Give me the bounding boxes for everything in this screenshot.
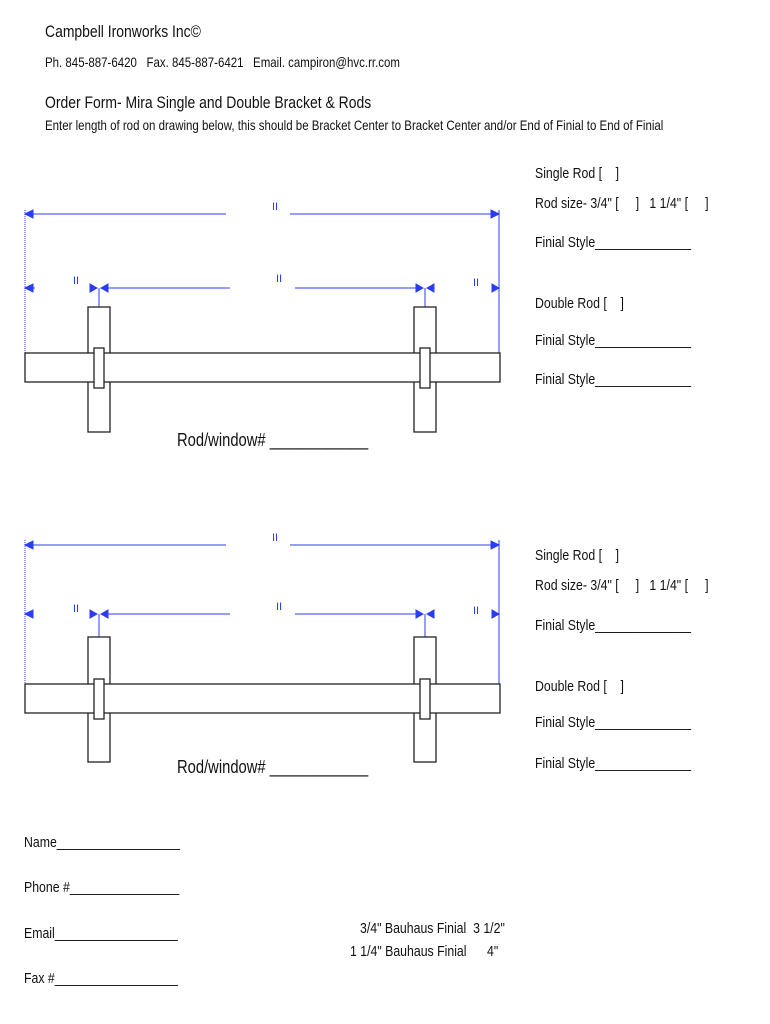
contact-info: Ph. 845-887-6420 Fax. 845-887-6421 Email… xyxy=(45,54,400,70)
rod-window-label-1[interactable]: Rod/window# ____________ xyxy=(177,430,369,450)
rod-drawing-2: II II II II xyxy=(23,532,501,763)
fax-field[interactable]: Fax #__________________ xyxy=(24,970,178,987)
instructions: Enter length of rod on drawing below, th… xyxy=(45,117,664,133)
name-field[interactable]: Name__________________ xyxy=(24,834,180,851)
dimension-mark-overall: II xyxy=(272,532,278,544)
phone-field[interactable]: Phone #________________ xyxy=(24,879,180,896)
rod-size-options-2[interactable]: Rod size- 3/4" [ ] 1 1/4" [ ] xyxy=(535,577,709,594)
finial-note-1-1-4: 1 1/4" Bauhaus Finial 4" xyxy=(350,943,499,960)
dimension-mark-left: II xyxy=(73,603,79,615)
finial-style-field[interactable]: Finial Style______________ xyxy=(535,371,691,388)
collar-right xyxy=(419,678,431,720)
finial-style-field[interactable]: Finial Style______________ xyxy=(535,332,691,349)
double-rod-checkbox-1[interactable]: Double Rod [ ] xyxy=(535,295,624,312)
dimension-mark-center: II xyxy=(276,273,282,285)
finial-style-field[interactable]: Finial Style______________ xyxy=(535,714,691,731)
finial-style-field[interactable]: Finial Style______________ xyxy=(535,234,691,251)
dimension-mark-overall: II xyxy=(272,201,278,213)
collar-left xyxy=(93,347,105,389)
finial-style-field[interactable]: Finial Style______________ xyxy=(535,755,691,772)
dimension-mark-right: II xyxy=(473,277,479,289)
finial-note-3-4: 3/4" Bauhaus Finial 3 1/2" xyxy=(360,920,505,937)
company-name: Campbell Ironworks Inc© xyxy=(45,22,201,41)
email-field[interactable]: Email__________________ xyxy=(24,925,178,942)
single-rod-checkbox-1[interactable]: Single Rod [ ] xyxy=(535,165,620,182)
single-rod-checkbox-2[interactable]: Single Rod [ ] xyxy=(535,547,620,564)
rod-size-options-1[interactable]: Rod size- 3/4" [ ] 1 1/4" [ ] xyxy=(535,195,709,212)
finial-style-field[interactable]: Finial Style______________ xyxy=(535,617,691,634)
rod-window-label-2[interactable]: Rod/window# ____________ xyxy=(177,757,369,777)
collar-left xyxy=(93,678,105,720)
double-rod-checkbox-2[interactable]: Double Rod [ ] xyxy=(535,678,624,695)
dimension-lines xyxy=(23,209,501,355)
collar-right xyxy=(419,347,431,389)
dimension-mark-right: II xyxy=(473,605,479,617)
dimension-mark-center: II xyxy=(276,601,282,613)
rod-drawing-1: II II II II xyxy=(23,201,501,433)
form-title: Order Form- Mira Single and Double Brack… xyxy=(45,93,372,112)
dimension-mark-left: II xyxy=(73,275,79,287)
